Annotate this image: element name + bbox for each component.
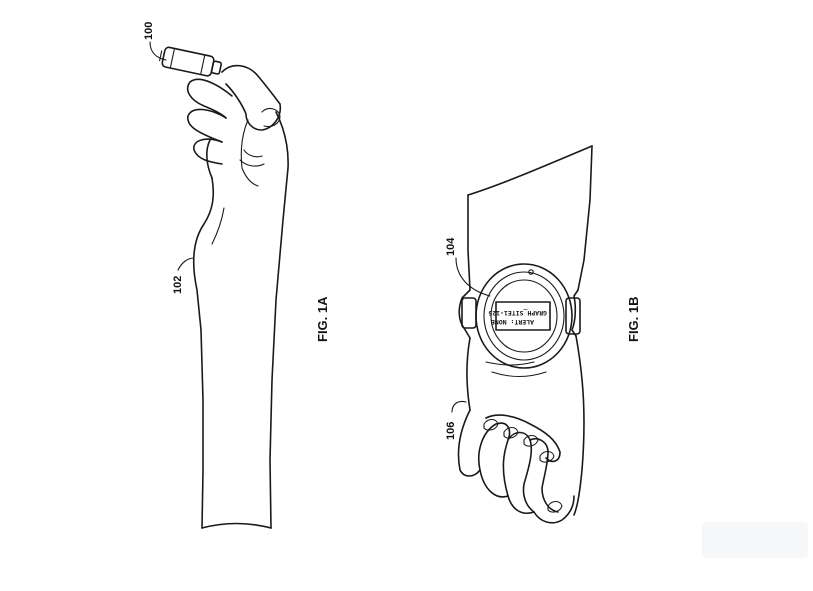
wrist-left bbox=[466, 337, 471, 411]
leader-100 bbox=[149, 41, 167, 61]
nail-2 bbox=[503, 426, 519, 439]
watch-screen-line-1: GRAPH_SITE1-125 bbox=[488, 309, 547, 317]
finger-b3 bbox=[529, 437, 559, 513]
wrist-crease-1 bbox=[485, 361, 535, 366]
nail-5 bbox=[547, 500, 563, 513]
leader-102 bbox=[177, 257, 195, 271]
fist-outline bbox=[457, 409, 575, 524]
knuckle-crease-1 bbox=[243, 149, 263, 158]
label-104: 104 bbox=[445, 237, 457, 256]
hand-back-line bbox=[240, 119, 259, 187]
arm-tendon bbox=[211, 207, 225, 245]
finger-1 bbox=[186, 78, 233, 119]
palm-edge bbox=[206, 139, 213, 179]
smartwatch-104: GRAPH_SITE1-125 ALERT: NONE bbox=[458, 263, 581, 369]
fig-1b-drawing: GRAPH_SITE1-125 ALERT: NONE 104 106 FIG.… bbox=[445, 145, 641, 524]
watch-screen-line-2: ALERT: NONE bbox=[491, 318, 534, 326]
finger-b1 bbox=[478, 422, 511, 497]
band-clasp-right bbox=[565, 297, 581, 335]
label-100: 100 bbox=[143, 22, 155, 40]
watch-crown bbox=[528, 269, 534, 275]
caption-fig-1b: FIG. 1B bbox=[626, 296, 641, 342]
arm-outline-right bbox=[269, 111, 289, 529]
thumbnail bbox=[261, 107, 281, 128]
forearm-left bbox=[467, 194, 471, 291]
arm-outline-left bbox=[192, 177, 215, 529]
label-102: 102 bbox=[172, 276, 184, 294]
watch-band-right bbox=[571, 289, 579, 337]
thumb bbox=[221, 64, 282, 131]
fig-1a-drawing: 100 102 FIG. 1A bbox=[143, 22, 330, 529]
watch-bezel bbox=[483, 271, 565, 361]
device-100 bbox=[159, 46, 222, 77]
forearm-top bbox=[467, 145, 593, 196]
faint-watermark-patch bbox=[702, 522, 808, 558]
watch-case bbox=[475, 263, 573, 369]
nail-3 bbox=[523, 434, 539, 447]
nail-4 bbox=[539, 450, 555, 463]
caption-fig-1a: FIG. 1A bbox=[315, 296, 330, 342]
forearm-right bbox=[577, 145, 593, 291]
finger-2 bbox=[187, 108, 227, 143]
wrist-right bbox=[573, 335, 585, 516]
finger-3 bbox=[193, 138, 223, 165]
arm-bottom bbox=[201, 522, 272, 529]
wrist-crease-2 bbox=[491, 371, 547, 378]
watch-screen bbox=[495, 301, 551, 331]
knuckle-crease-2 bbox=[239, 159, 265, 167]
finger-b2 bbox=[507, 431, 535, 513]
leader-104 bbox=[455, 257, 491, 297]
leader-106 bbox=[451, 400, 467, 413]
label-106: 106 bbox=[445, 422, 457, 440]
nail-1 bbox=[483, 418, 499, 431]
thumb-b bbox=[485, 414, 561, 463]
watch-face bbox=[490, 279, 558, 353]
band-clasp-left bbox=[461, 297, 477, 329]
